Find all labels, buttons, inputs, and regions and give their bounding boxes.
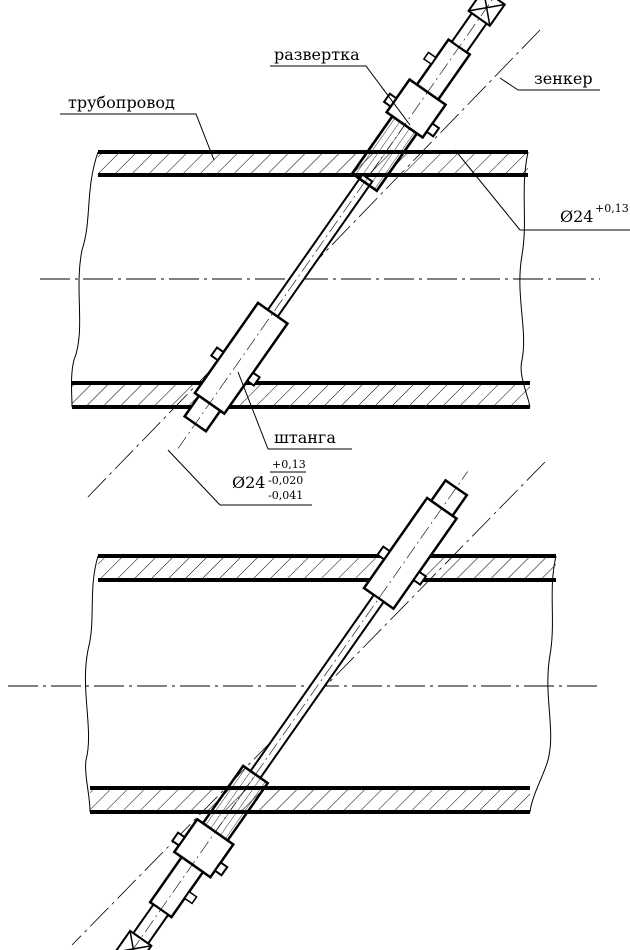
label-countersink: зенкер [534,69,593,88]
tool-assembly-bottom [113,471,469,950]
dim-rod-shaft-lower: -0,041 [268,489,303,502]
pipe-wall-bottom-upper [98,554,556,582]
leaders-top [60,65,630,506]
top-view: трубопровод развертка зенкер штанга Ø24 … [40,0,630,506]
pipe-wall-top-upper [98,150,528,177]
dim-rod-hole-tol: +0,13 [272,458,306,471]
break-line-left-bottom [84,555,99,813]
bottom-view [8,461,600,950]
dim-rod-symbol: Ø24 [232,473,265,492]
dim-rod-shaft-upper: -0,020 [268,474,303,487]
label-pipeline: трубопровод [68,93,175,112]
break-line-right [519,151,531,408]
break-line-right-bottom [529,555,557,813]
dim-hole-tolerance: +0,13 [595,202,629,215]
pipe-wall-top-lower [72,381,530,409]
pipe-wall-bottom-lower [90,786,530,814]
tool-assembly-top [177,0,507,449]
label-rod: штанга [274,428,336,447]
dim-hole-symbol: Ø24 [560,207,593,226]
tool-axis-bottom [71,461,546,946]
break-line-left [71,151,99,408]
label-reamer: развертка [274,45,360,64]
